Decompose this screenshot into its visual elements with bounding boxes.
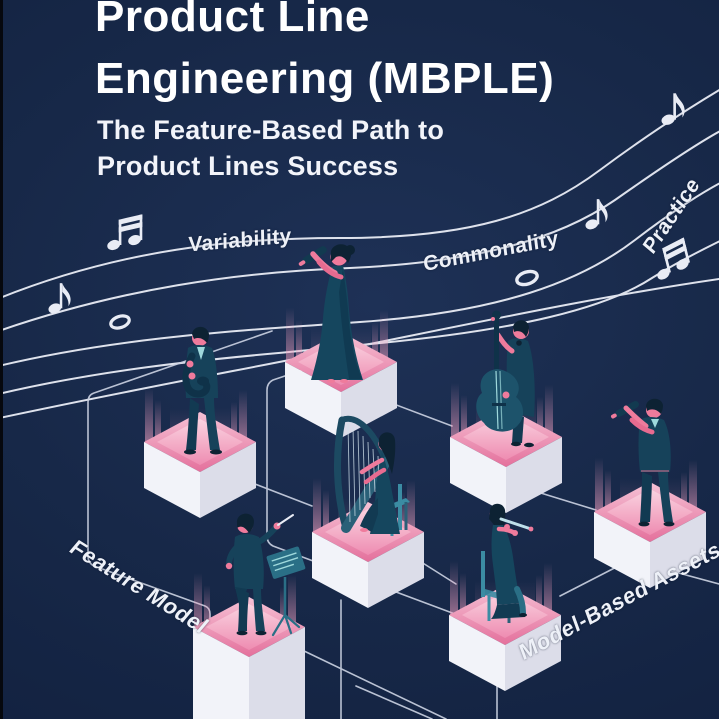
musician-flutist (449, 503, 561, 691)
title-line-2: Engineering (MBPLE) (95, 54, 555, 103)
whole-note-icon (515, 269, 539, 287)
subtitle-line-2: Product Lines Success (97, 151, 399, 181)
subtitle-line-1: The Feature-Based Path to (97, 115, 445, 145)
harpist-figure (334, 415, 410, 536)
eighth-note-icon (47, 283, 71, 316)
label-practice: Practice (639, 173, 705, 259)
network-edge (355, 685, 433, 719)
flutist-figure (481, 503, 534, 623)
title-line-1: Product Line (95, 0, 370, 41)
left-edge-sliver (0, 0, 3, 719)
label-commonality: Commonality (422, 226, 560, 277)
eighth-note-icon (584, 199, 608, 232)
title-block: Product Line Engineering (MBPLE) (95, 0, 554, 110)
network-edge (301, 649, 447, 719)
flute-icon (499, 517, 533, 531)
sixteenth-notes-icon (105, 214, 143, 252)
baton-icon (277, 514, 294, 526)
musician-saxophonist (144, 326, 256, 518)
eighth-note-icon (660, 93, 685, 127)
musician-harpist (312, 415, 424, 608)
musician-conductor (193, 513, 306, 719)
subtitle-block: The Feature-Based Path to Product Lines … (97, 112, 444, 184)
whole-note-icon (109, 314, 131, 330)
